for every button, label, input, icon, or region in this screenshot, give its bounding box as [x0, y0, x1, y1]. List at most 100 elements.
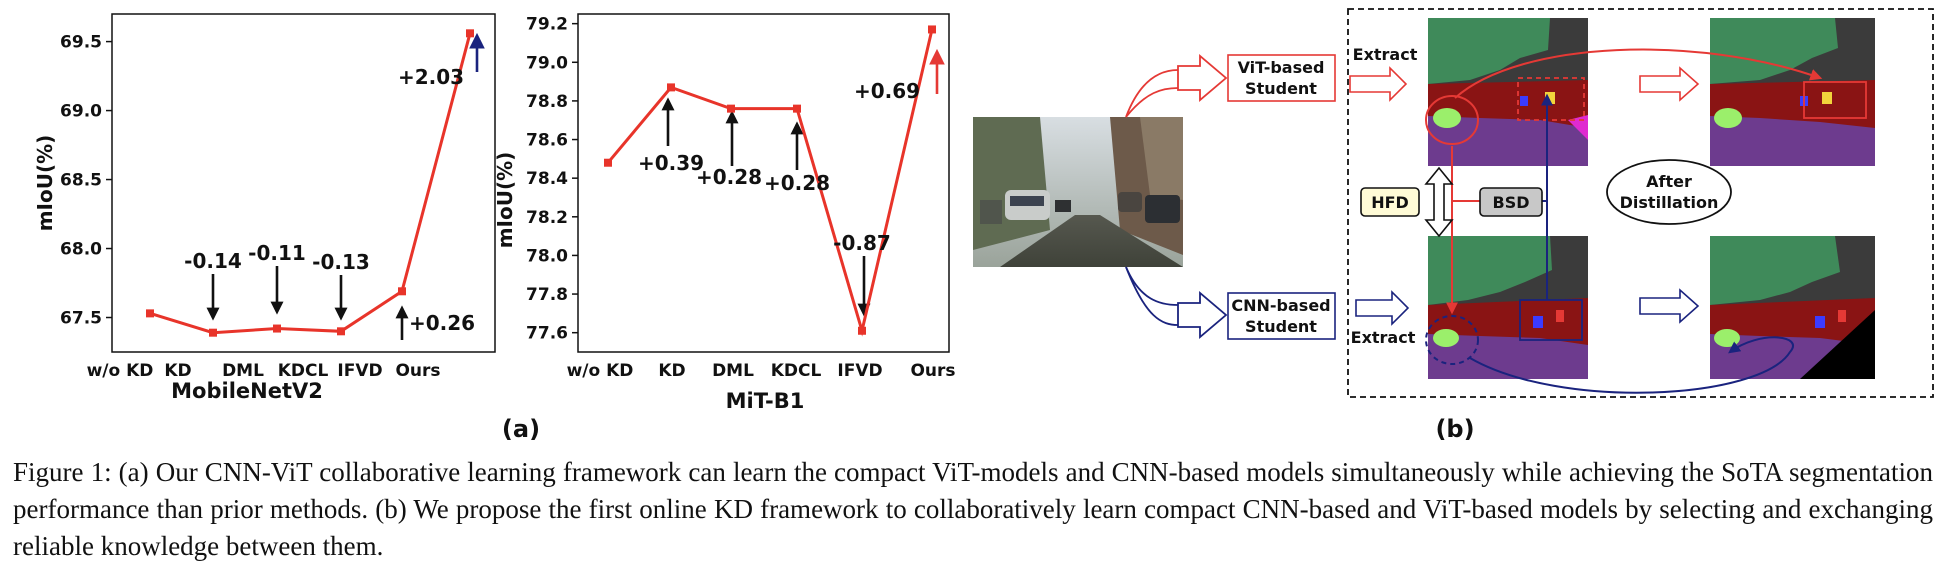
x-tick-label: KDCL	[771, 361, 822, 381]
chart-frame	[111, 13, 496, 353]
input-street-image	[973, 117, 1183, 267]
y-tick-label: 69.0	[60, 102, 102, 122]
region-circle-vit	[1425, 95, 1479, 145]
data-point-kdcl	[793, 104, 801, 113]
data-point-kdcl	[337, 327, 345, 336]
data-point-w-o-kd	[146, 309, 154, 318]
panel-label-b: (b)	[1435, 415, 1474, 440]
data-point-ours	[466, 29, 474, 38]
ann-ifvd: +0.26	[409, 311, 475, 335]
vit-exchange-curve	[1454, 48, 1823, 99]
select-box-cnn	[1519, 299, 1583, 341]
x-tick-label: DML	[712, 361, 754, 381]
annotation-arrows	[206, 32, 485, 340]
ann-ifvd: -0.87	[833, 231, 891, 255]
extract-bottom-arrow	[1355, 290, 1410, 326]
cnn-student-line2: Student	[1245, 317, 1317, 336]
y-ticks: 67.5 68.0 68.5 69.0 69.5	[60, 33, 112, 329]
after-distillation-line1: After	[1646, 172, 1692, 191]
curve-to-cnn-b	[1125, 266, 1179, 326]
hollow-arrow-cnn	[1177, 291, 1228, 339]
ann-ours: +0.69	[854, 79, 920, 103]
data-point-ifvd	[858, 326, 866, 335]
y-tick-label: 78.0	[526, 246, 568, 266]
data-point-kd	[209, 328, 217, 337]
region-circle-cnn	[1425, 315, 1479, 365]
y-tick-label: 78.6	[526, 131, 568, 151]
after-distillation-line2: Distillation	[1620, 193, 1719, 212]
y-axis-label: mIoU(%)	[33, 135, 57, 232]
x-tick-label: KD	[658, 361, 685, 381]
x-axis-label: MobileNetV2	[171, 379, 323, 403]
y-tick-label: 77.6	[526, 324, 568, 344]
hfd-double-arrow	[1424, 166, 1454, 238]
ann-kdcl: +0.28	[764, 171, 830, 195]
y-tick-label: 78.4	[526, 169, 568, 189]
x-tick-label: IFVD	[837, 361, 882, 381]
bsd-label: BSD	[1493, 193, 1530, 212]
y-tick-label: 78.2	[526, 208, 568, 228]
chart-frame	[577, 13, 950, 353]
data-point-dml	[727, 104, 735, 113]
y-tick-label: 68.5	[60, 171, 102, 191]
ann-kd: -0.14	[184, 249, 242, 273]
series-points	[604, 25, 936, 335]
x-tick-label: DML	[222, 361, 264, 381]
x-tick-label: Ours	[395, 361, 440, 381]
cnn-student-box	[1227, 292, 1336, 340]
vit-student-line1: ViT-based	[1238, 58, 1325, 77]
figure-caption: Figure 1: (a) Our CNN-ViT collaborative …	[13, 454, 1933, 565]
seg-map-cnn-before	[1428, 236, 1588, 379]
x-ticks: w/o KD KD DML KDCL IFVD Ours	[567, 361, 956, 381]
ann-dml: +0.28	[696, 165, 762, 189]
seg-map-vit-after	[1710, 18, 1875, 166]
cnn-after-arrow	[1639, 288, 1700, 324]
ann-ours: +2.03	[398, 65, 464, 89]
chart-mit-b1: 77.677.878.078.278.478.678.879.079.2 w/o…	[493, 13, 956, 413]
vit-student-line2: Student	[1245, 79, 1317, 98]
y-tick-label: 78.8	[526, 92, 568, 112]
ann-dml: -0.11	[248, 241, 306, 265]
figure-1: 67.5 68.0 68.5 69.0 69.5 w/o KD KD DML KDCL IFVD…	[33, 8, 1934, 440]
x-tick-label: KD	[164, 361, 191, 381]
data-point-w-o-kd	[604, 158, 612, 167]
y-tick-label: 67.5	[60, 309, 102, 329]
bsd-box	[1479, 187, 1543, 217]
curve-to-vit	[1125, 69, 1179, 118]
x-tick-label: Ours	[910, 361, 955, 381]
hollow-arrow-vit	[1177, 54, 1228, 102]
data-point-kd	[667, 83, 675, 92]
select-box-vit-after	[1803, 81, 1867, 119]
series-points	[146, 29, 474, 337]
annotation-arrows	[661, 48, 945, 317]
y-axis-label: mIoU(%)	[493, 152, 517, 249]
vit-student-box	[1227, 54, 1336, 102]
y-tick-label: 68.0	[60, 240, 102, 260]
ann-kdcl: -0.13	[312, 250, 370, 274]
extract-top-label: Extract	[1353, 45, 1418, 64]
y-ticks: 77.677.878.078.278.478.678.879.079.2	[526, 15, 578, 344]
x-tick-label: w/o KD	[87, 361, 154, 381]
caption-text: Figure 1: (a) Our CNN-ViT collaborative …	[13, 457, 1933, 561]
y-tick-label: 77.8	[526, 285, 568, 305]
x-axis-label: MiT-B1	[726, 389, 805, 413]
framework-diagram: ViT-based Student CNN-based Student	[973, 8, 1934, 398]
y-tick-label: 79.2	[526, 15, 568, 35]
x-tick-label: w/o KD	[567, 361, 634, 381]
series-line	[149, 32, 472, 335]
data-point-dml	[273, 324, 281, 333]
seg-map-cnn-after	[1710, 236, 1875, 379]
vit-after-arrow	[1639, 66, 1700, 102]
seg-map-vit-before	[1428, 18, 1588, 166]
ann-kd: +0.39	[638, 151, 704, 175]
data-point-ours	[928, 25, 936, 34]
panel-b-dashed-box	[1347, 8, 1934, 398]
x-tick-label: IFVD	[337, 361, 382, 381]
y-tick-label: 69.5	[60, 33, 102, 53]
data-point-ifvd	[398, 287, 406, 296]
after-distillation-ellipse	[1606, 159, 1732, 225]
cnn-student-line1: CNN-based	[1231, 296, 1330, 315]
curve-to-vit-b	[1125, 87, 1179, 118]
